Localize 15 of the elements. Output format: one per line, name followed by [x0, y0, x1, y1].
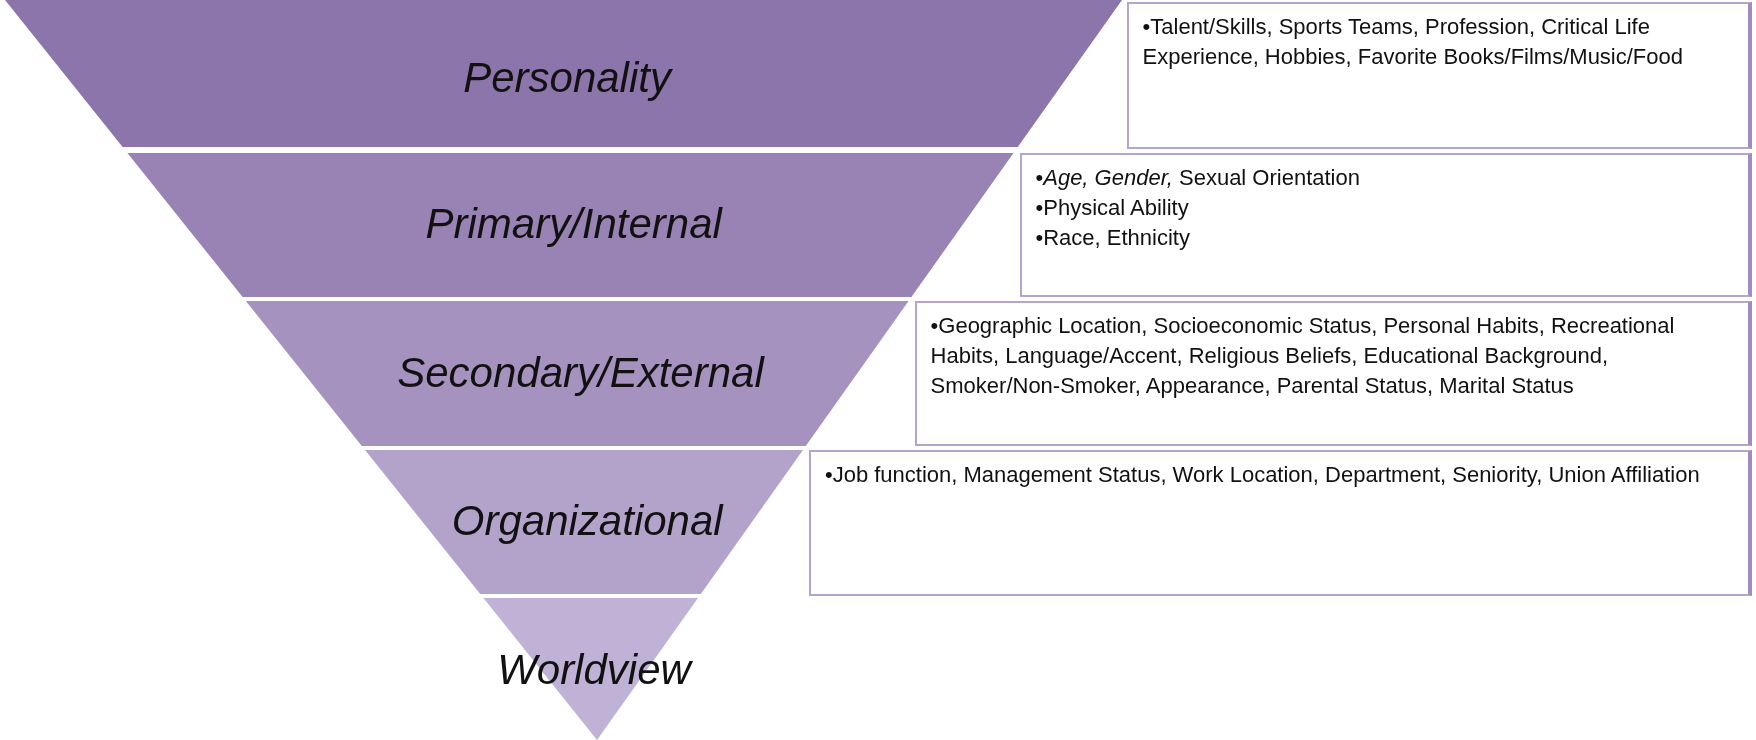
description-box — [1126, 2, 1752, 149]
bullet-text: •Race, Ethnicity — [1035, 224, 1191, 252]
description-box — [1019, 153, 1752, 297]
bullet-text: •Job function, Management Status, Work Location, Department, Seniority, Union Affiliation — [824, 461, 1701, 489]
bullet-text: •Geographic Location, Socioeconomic Status, Personal Habits, Recreational Habits, Language/Accent, Religious Beliefs, Educational Background, Smoker/Non-Smoker, Appearance, Parental Status, Marital Status — [930, 312, 1676, 400]
description-box — [808, 450, 1752, 596]
layer-title: Worldview — [497, 646, 691, 694]
bullet-text: •Physical Ability — [1035, 194, 1190, 222]
bullet-text: •Talent/Skills, Sports Teams, Profession, Critical Life Experience, Hobbies, Favorite Books/Films/Music/Food — [1142, 13, 1684, 71]
bullet-text: •Age, Gender, Sexual Orientation — [1035, 164, 1361, 192]
description-box — [914, 301, 1752, 446]
layer-title: Primary/Internal — [425, 200, 722, 248]
layer-title: Secondary/External — [397, 349, 764, 397]
layer-title: Organizational — [451, 497, 723, 545]
layer-title: Personality — [463, 54, 671, 102]
